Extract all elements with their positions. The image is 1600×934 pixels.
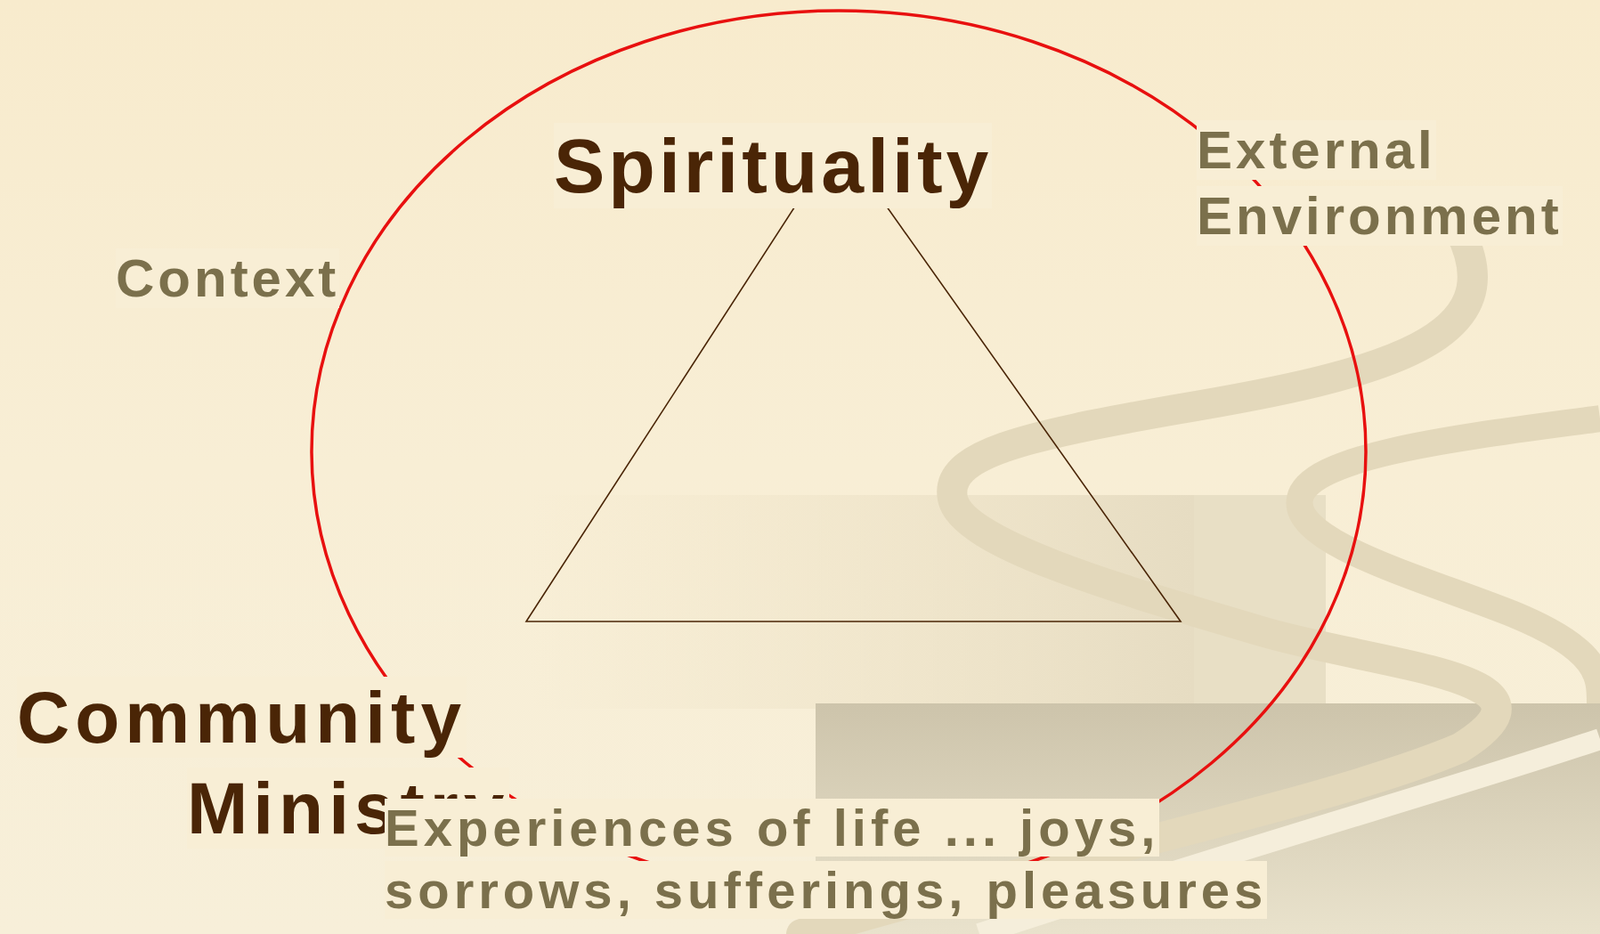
triangle	[526, 138, 1181, 622]
apex-label: Spirituality	[553, 121, 1053, 211]
label-text: Context	[115, 248, 340, 309]
label-text: Spirituality	[553, 122, 992, 209]
label-text: External Environment	[1196, 120, 1563, 246]
label-text: Experiences of life ... joys, sorrows, s…	[384, 798, 1268, 919]
environment-label: External Environment	[1196, 117, 1593, 250]
swirl-band	[1299, 418, 1600, 704]
context-label: Context	[115, 245, 401, 312]
experience-label: Experiences of life ... joys, sorrows, s…	[384, 796, 1409, 922]
shaded-panel	[530, 495, 1194, 709]
